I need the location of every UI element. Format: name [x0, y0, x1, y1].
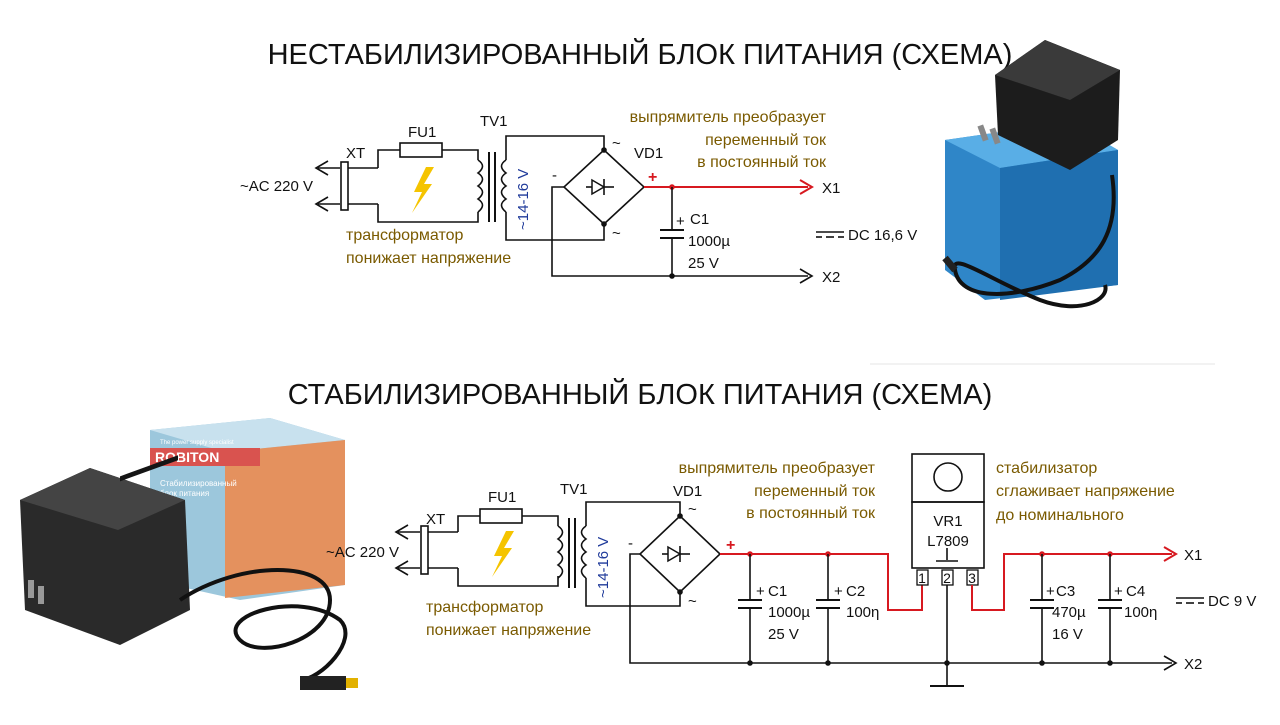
vr1-pin-3: 3	[968, 570, 976, 586]
bottom-plus-sign: +	[726, 537, 735, 554]
top-transformer-note-2: понижает напряжение	[346, 250, 511, 267]
bottom-secondary-voltage: ~14-16 V	[595, 537, 612, 598]
bottom-c4-capacitance: 100η	[1124, 604, 1157, 621]
top-x1-label: X1	[822, 180, 840, 197]
vr1-label: VR1	[933, 513, 962, 530]
bottom-c3-voltage: 16 V	[1052, 626, 1083, 643]
bottom-rectifier-note-2: переменный ток	[754, 483, 876, 500]
top-vd1-label: VD1	[634, 145, 663, 162]
top-lightning-icon	[412, 167, 434, 213]
bottom-c1-capacitance: 1000µ	[768, 604, 810, 621]
bottom-title: СТАБИЛИЗИРОВАННЫЙ БЛОК ПИТАНИЯ (СХЕМА)	[288, 377, 993, 411]
bottom-x2-label: X2	[1184, 656, 1202, 673]
bottom-dc-label: DC 9 V	[1208, 593, 1256, 610]
top-fu1-label: FU1	[408, 124, 436, 141]
top-fuse-fu1	[377, 142, 479, 168]
bottom-capacitor-c4	[1098, 554, 1122, 663]
bottom-c4-plus: +	[1114, 583, 1123, 600]
top-ac-label: ~AC 220 V	[240, 178, 313, 195]
bottom-capacitor-c1	[738, 554, 762, 663]
top-c1-plus: +	[676, 213, 685, 230]
bottom-adapter-photo: ROBITON The power supply specialist Стаб…	[20, 418, 358, 690]
bottom-transformer-note-2: понижает напряжение	[426, 622, 591, 639]
bottom-stabilizer-note-1: стабилизатор	[996, 460, 1097, 477]
top-dc-label: DC 16,6 V	[848, 227, 917, 244]
bottom-positive-rail-out	[971, 553, 1172, 611]
bottom-tv1-label: TV1	[560, 481, 588, 498]
bottom-stabilizer-note-3: до номинального	[996, 507, 1124, 524]
bottom-c1-plus: +	[756, 583, 765, 600]
bottom-negative-rail	[629, 553, 1172, 664]
top-tv1-label: TV1	[480, 113, 508, 130]
top-c1-label: C1	[690, 211, 709, 228]
top-capacitor-c1	[660, 187, 684, 276]
bottom-rectifier-note-3: в постоянный ток	[746, 505, 876, 522]
top-transformer-note-1: трансформатор	[346, 227, 464, 244]
top-rectifier-note-2: переменный ток	[705, 132, 827, 149]
bottom-capacitor-c3	[1030, 554, 1054, 663]
top-rectifier-note-1: выпрямитель преобразует	[630, 109, 827, 126]
bottom-lightning-icon	[492, 531, 514, 577]
top-adapter-photo	[942, 40, 1120, 309]
bottom-vd1-label: VD1	[673, 483, 702, 500]
top-bridge-vd1	[562, 147, 646, 227]
bottom-c1-voltage: 25 V	[768, 626, 799, 643]
bottom-c2-label: C2	[846, 583, 865, 600]
bottom-minus-sign: -	[628, 535, 633, 552]
top-negative-rail	[551, 186, 808, 277]
top-ac-tilde-2: ~	[612, 225, 621, 242]
bottom-transformer-note-1: трансформатор	[426, 599, 544, 616]
bottom-transformer-tv1	[556, 501, 681, 607]
top-ac-tilde-1: ~	[612, 135, 621, 152]
top-xt-label: XT	[346, 145, 365, 162]
bottom-c1-label: C1	[768, 583, 787, 600]
top-transformer-tv1	[476, 135, 605, 241]
top-minus-sign: -	[552, 167, 557, 184]
bottom-dc-symbol	[1176, 597, 1204, 604]
bottom-positive-rail-in	[720, 553, 923, 611]
bottom-ac-tilde-2: ~	[688, 593, 697, 610]
vr1-pin-2: 2	[943, 570, 951, 586]
vr1-part-number: L7809	[927, 533, 969, 550]
bottom-ac-input	[394, 524, 458, 576]
top-c1-voltage: 25 V	[688, 255, 719, 272]
top-ac-input	[314, 160, 378, 212]
top-rectifier-note-3: в постоянный ток	[697, 154, 827, 171]
bottom-x1-label: X1	[1184, 547, 1202, 564]
top-secondary-voltage: ~14-16 V	[515, 169, 532, 230]
bottom-regulator-vr1	[911, 453, 985, 663]
bottom-capacitor-c2	[816, 554, 840, 663]
top-plus-sign: +	[648, 169, 657, 186]
top-dc-symbol	[816, 231, 844, 238]
top-c1-capacitance: 1000µ	[688, 233, 730, 250]
box-tagline: The power supply specialist	[160, 440, 234, 446]
vr1-pin-1: 1	[918, 570, 926, 586]
bottom-fuse-fu1	[457, 508, 559, 532]
top-title: НЕСТАБИЛИЗИРОВАННЫЙ БЛОК ПИТАНИЯ (СХЕМА)	[268, 37, 1013, 71]
bottom-c2-plus: +	[834, 583, 843, 600]
bottom-c3-capacitance: 470µ	[1052, 604, 1086, 621]
bottom-c2-capacitance: 100η	[846, 604, 879, 621]
bottom-stabilizer-note-2: сглаживает напряжение	[996, 483, 1175, 500]
bottom-fu1-label: FU1	[488, 489, 516, 506]
bottom-bridge-vd1	[638, 513, 722, 595]
bottom-c3-plus: +	[1046, 583, 1055, 600]
bottom-c3-label: C3	[1056, 583, 1075, 600]
bottom-c4-label: C4	[1126, 583, 1145, 600]
bottom-xt-label: XT	[426, 511, 445, 528]
box-text-2: блок питания	[160, 489, 209, 498]
box-text-1: Стабилизированный	[160, 479, 237, 488]
bottom-ac-tilde-1: ~	[688, 501, 697, 518]
bottom-ac-label: ~AC 220 V	[326, 544, 399, 561]
top-x2-label: X2	[822, 269, 840, 286]
bottom-rectifier-note-1: выпрямитель преобразует	[679, 460, 876, 477]
